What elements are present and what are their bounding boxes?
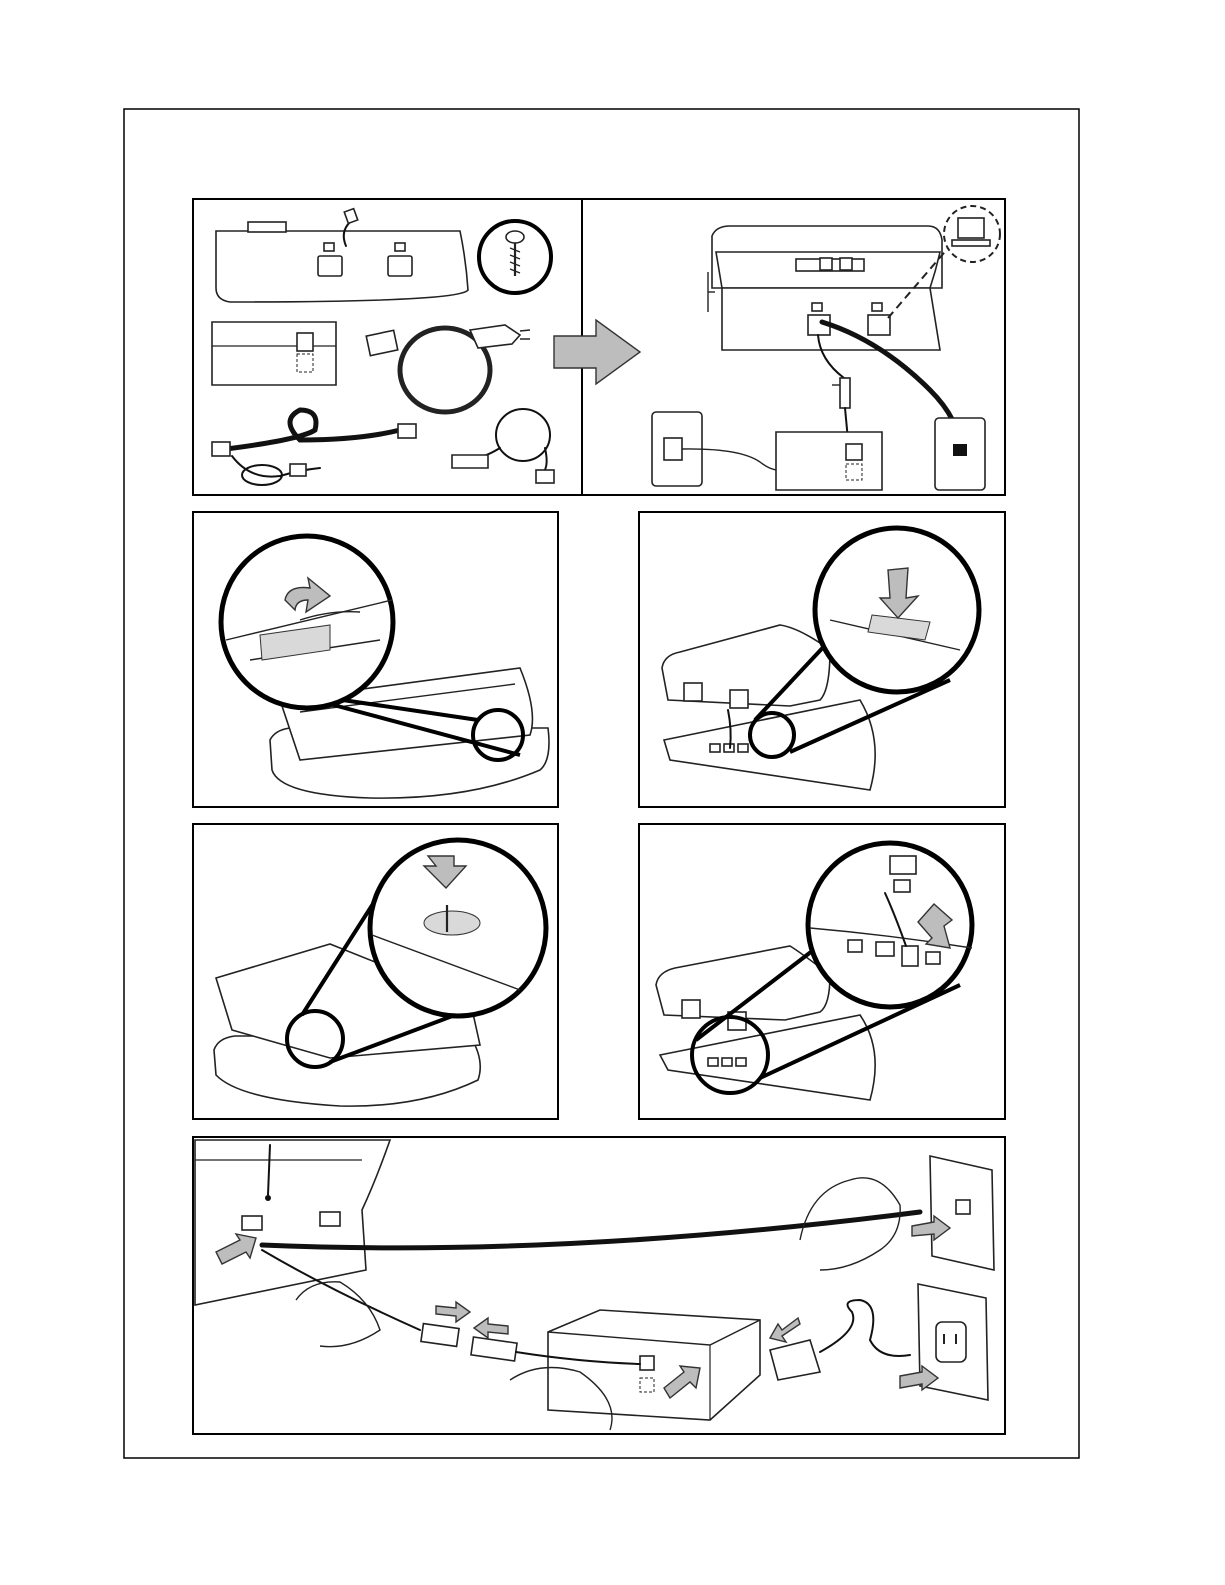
wall-phone-jack-bottom [930, 1156, 994, 1270]
step-fasten-screw-panel [193, 824, 558, 1119]
step-plug-cable-into-base-panel [639, 824, 1005, 1119]
power-supply-unit [212, 322, 336, 385]
step-parts-and-connection-panel [193, 199, 1005, 495]
screw-icon [479, 221, 551, 293]
computer-icon [944, 206, 1000, 262]
step-insert-tab-panel [639, 512, 1005, 807]
wall-phone-jack [935, 418, 985, 490]
power-supply-connected [776, 432, 882, 490]
step-connect-line-and-power-panel [193, 1137, 1005, 1434]
power-supply-bottom [548, 1310, 760, 1420]
data-jack-icon [395, 243, 405, 251]
step-remove-rear-cover-panel [193, 512, 558, 807]
phone-jack-icon [324, 243, 334, 251]
